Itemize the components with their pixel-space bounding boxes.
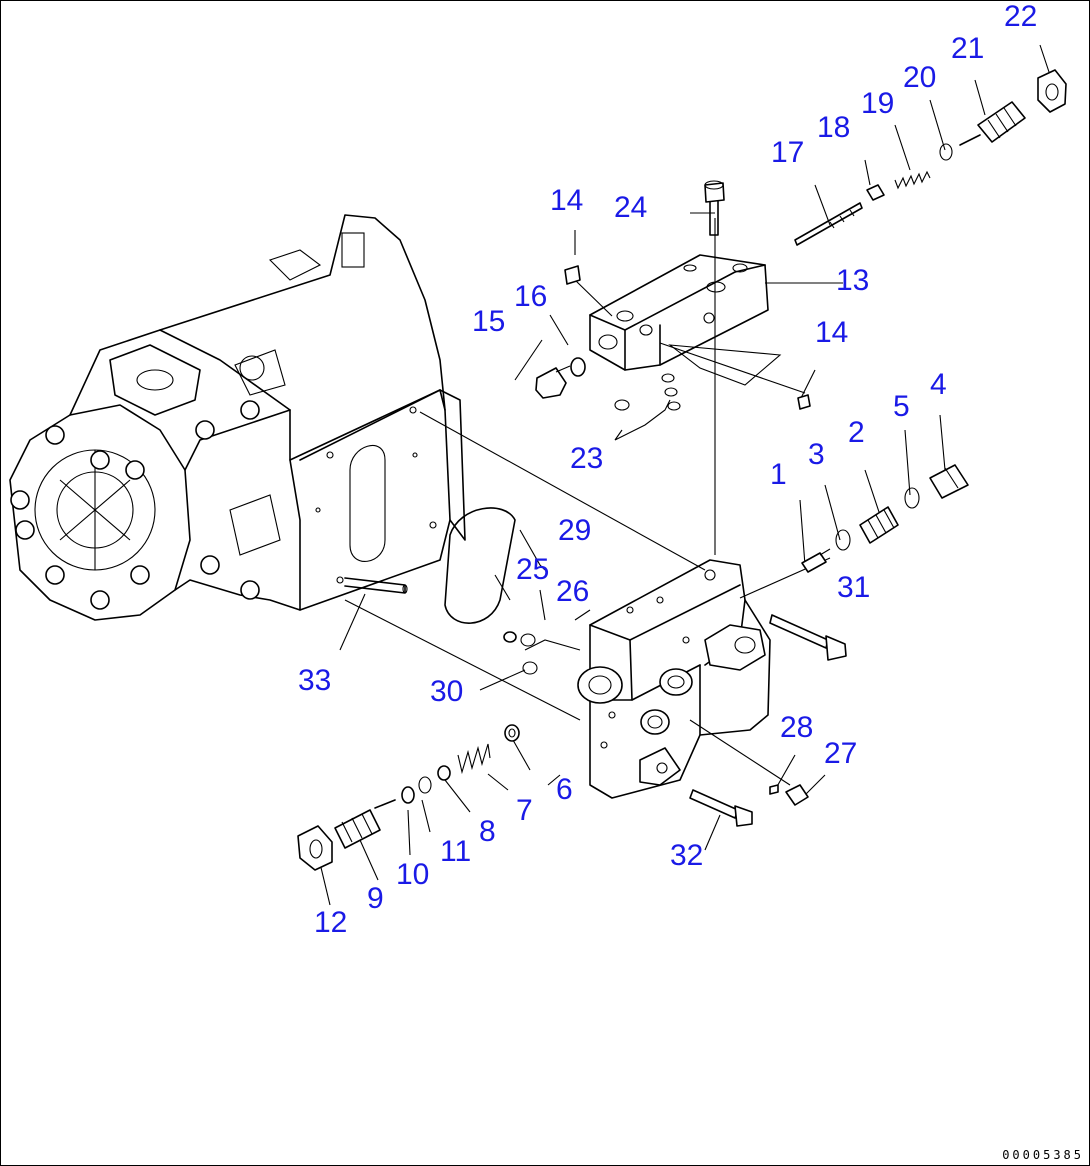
callout-15: 15 (472, 305, 506, 338)
callout-25: 25 (516, 553, 550, 586)
callout-29: 29 (558, 514, 592, 547)
callout-21: 21 (951, 32, 985, 65)
callout-14-lower: 14 (815, 316, 849, 349)
callout-32: 32 (670, 839, 704, 872)
callout-30: 30 (430, 675, 464, 708)
callout-7: 7 (516, 794, 533, 827)
callout-1: 1 (770, 458, 787, 491)
callout-27: 27 (824, 737, 858, 770)
callout-16: 16 (514, 280, 548, 313)
callout-4: 4 (930, 368, 947, 401)
callout-10: 10 (396, 858, 430, 891)
callout-18: 18 (817, 111, 851, 144)
callout-12: 12 (314, 906, 348, 939)
callout-2: 2 (848, 416, 865, 449)
callout-9: 9 (367, 882, 384, 915)
drawing-number: 00005385 (1002, 1148, 1084, 1162)
valve-body (577, 559, 771, 799)
callout-14-upper: 14 (550, 184, 584, 217)
callout-6: 6 (556, 773, 573, 806)
callout-13: 13 (836, 264, 870, 297)
callout-23: 23 (570, 442, 604, 475)
callout-22: 22 (1004, 0, 1038, 33)
callout-8: 8 (479, 815, 496, 848)
pump-housing (9, 214, 466, 621)
callout-3: 3 (808, 438, 825, 471)
callout-28: 28 (780, 711, 814, 744)
callout-31: 31 (837, 571, 871, 604)
callout-19: 19 (861, 87, 895, 120)
leader-lines (317, 44, 1051, 906)
callout-26: 26 (556, 575, 590, 608)
small-parts (297, 69, 1067, 871)
callout-20: 20 (903, 61, 937, 94)
callout-5: 5 (893, 390, 910, 423)
callout-17: 17 (771, 136, 805, 169)
callout-24: 24 (614, 191, 648, 224)
control-block-13 (589, 254, 782, 386)
callout-33: 33 (298, 664, 332, 697)
callout-11: 11 (440, 835, 472, 868)
